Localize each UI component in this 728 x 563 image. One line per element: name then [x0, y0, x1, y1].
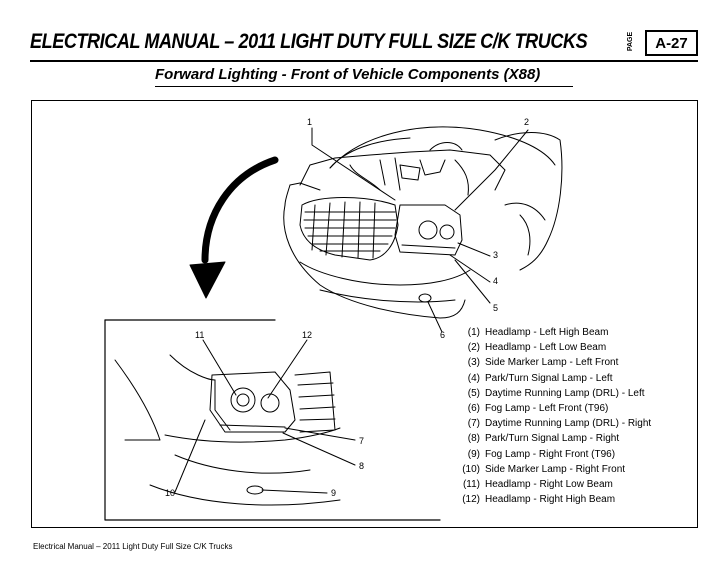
- manual-title: ELECTRICAL MANUAL – 2011 LIGHT DUTY FULL…: [30, 30, 588, 53]
- diagram-frame: [31, 100, 698, 528]
- legend-item: (9)Fog Lamp - Right Front (T96): [467, 448, 616, 460]
- legend-item: (3)Side Marker Lamp - Left Front: [467, 357, 619, 369]
- callout-10: 10: [165, 488, 176, 498]
- callout-8: 8: [359, 461, 365, 471]
- callout-7: 7: [359, 436, 365, 446]
- subtitle-rule: [155, 86, 573, 87]
- callout-4: 4: [493, 276, 499, 286]
- legend-item: (12)Headlamp - Right High Beam: [462, 494, 616, 506]
- page-number: A-27: [645, 30, 698, 56]
- page-footer: Electrical Manual – 2011 Light Duty Full…: [33, 542, 233, 551]
- legend-item: (2)Headlamp - Left Low Beam: [467, 342, 607, 354]
- header-rule: [30, 60, 698, 62]
- callout-5: 5: [493, 303, 499, 313]
- callout-1: 1: [307, 117, 313, 127]
- lower-leader-lines: [174, 339, 356, 494]
- legend-item: (4)Park/Turn Signal Lamp - Left: [467, 372, 613, 384]
- zoom-arrow: [189, 156, 279, 299]
- upper-leader-lines: [311, 127, 529, 333]
- zoomed-headlamp-drawing: [104, 319, 441, 521]
- callout-2: 2: [524, 117, 530, 127]
- legend-item: (11)Headlamp - Right Low Beam: [462, 479, 613, 491]
- legend-item: (7)Daytime Running Lamp (DRL) - Right: [467, 418, 652, 430]
- callout-6: 6: [440, 330, 446, 340]
- legend-item: (8)Park/Turn Signal Lamp - Right: [467, 433, 620, 445]
- callout-3: 3: [493, 250, 499, 260]
- callout-11: 11: [195, 330, 205, 340]
- truck-front-drawing: [283, 126, 563, 319]
- legend-item: (5)Daytime Running Lamp (DRL) - Left: [467, 387, 645, 399]
- legend-item: (6)Fog Lamp - Left Front (T96): [467, 403, 609, 415]
- legend-item: (1)Headlamp - Left High Beam: [467, 327, 609, 338]
- legend-item: (10)Side Marker Lamp - Right Front: [462, 463, 626, 475]
- callout-9: 9: [331, 488, 337, 498]
- callout-12: 12: [302, 330, 313, 340]
- component-legend: (1)Headlamp - Left High Beam (2)Headlamp…: [452, 325, 651, 507]
- page-subtitle: Forward Lighting - Front of Vehicle Comp…: [155, 66, 541, 83]
